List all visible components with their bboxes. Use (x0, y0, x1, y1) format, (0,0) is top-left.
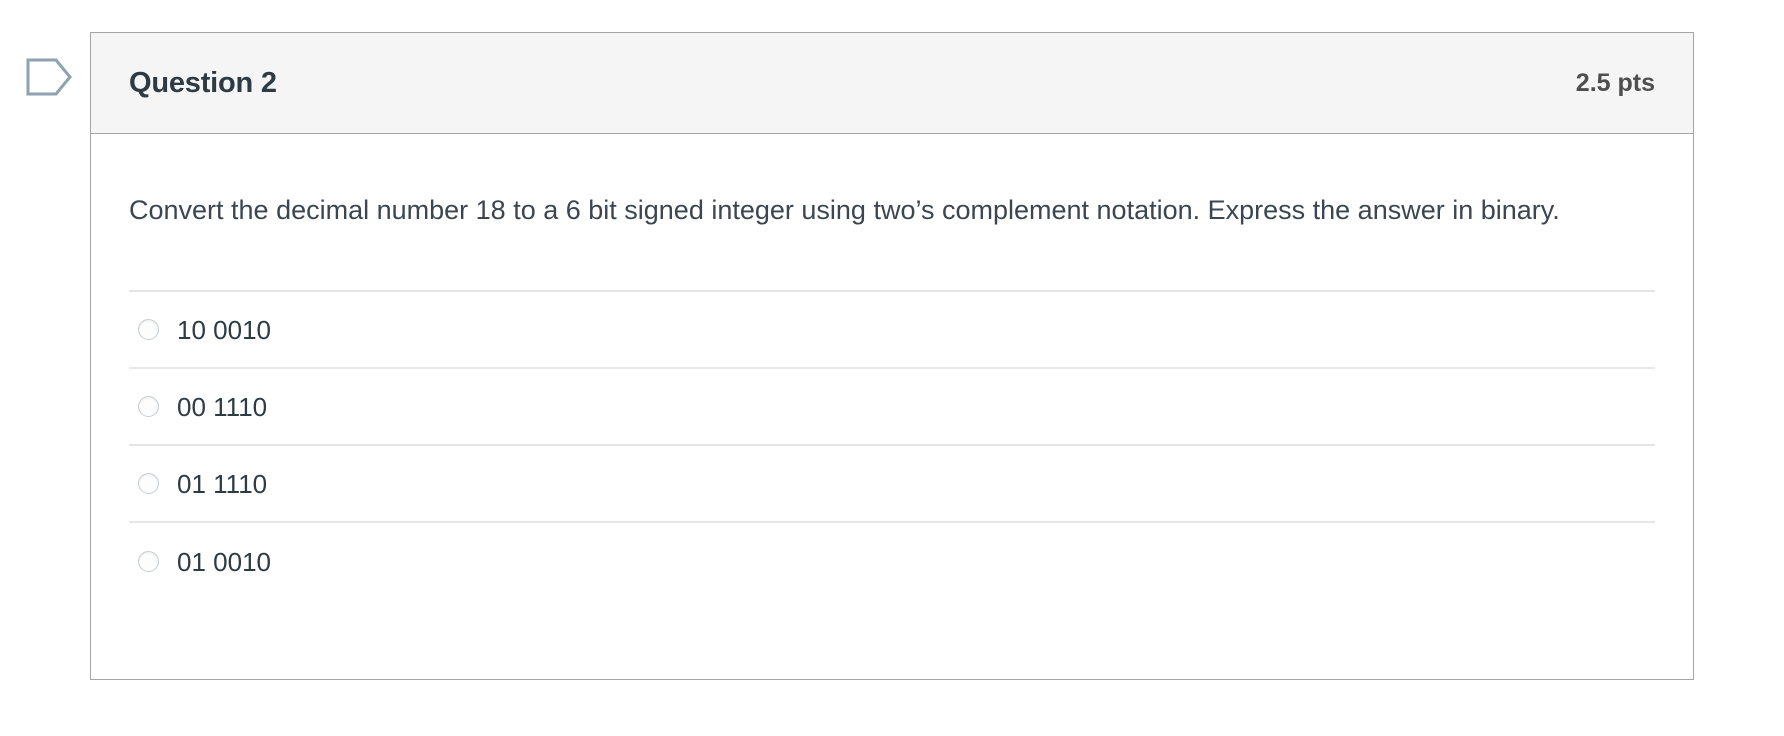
radio-button-icon-4[interactable] (138, 551, 159, 572)
radio-button-icon-2[interactable] (138, 396, 159, 417)
answer-label-2[interactable]: 00 1110 (177, 391, 268, 422)
question-points-badge: 2.5 pts (1575, 68, 1655, 97)
answer-label-1[interactable]: 10 0010 (177, 314, 271, 345)
question-title: Question 2 (129, 66, 277, 99)
radio-button-icon-3[interactable] (138, 473, 159, 494)
question-card: Question 2 2.5 pts Convert the decimal n… (90, 32, 1694, 680)
question-header: Question 2 2.5 pts (91, 33, 1693, 134)
question-prompt-text: Convert the decimal number 18 to a 6 bit… (129, 195, 1560, 225)
answer-label-3[interactable]: 01 1110 (177, 468, 268, 499)
question-flag-icon[interactable] (26, 56, 72, 98)
answer-option-3[interactable]: 01 1110 (129, 446, 1655, 523)
answer-label-4[interactable]: 01 0010 (177, 546, 271, 577)
answer-options-list: 10 0010 00 1110 01 1110 01 0010 (129, 290, 1655, 600)
radio-button-icon-1[interactable] (138, 319, 159, 340)
answer-option-1[interactable]: 10 0010 (129, 292, 1655, 369)
answer-option-2[interactable]: 00 1110 (129, 369, 1655, 446)
answer-option-4[interactable]: 01 0010 (129, 523, 1655, 600)
question-body: Convert the decimal number 18 to a 6 bit… (91, 134, 1693, 600)
flag-outline-shape (26, 58, 72, 96)
